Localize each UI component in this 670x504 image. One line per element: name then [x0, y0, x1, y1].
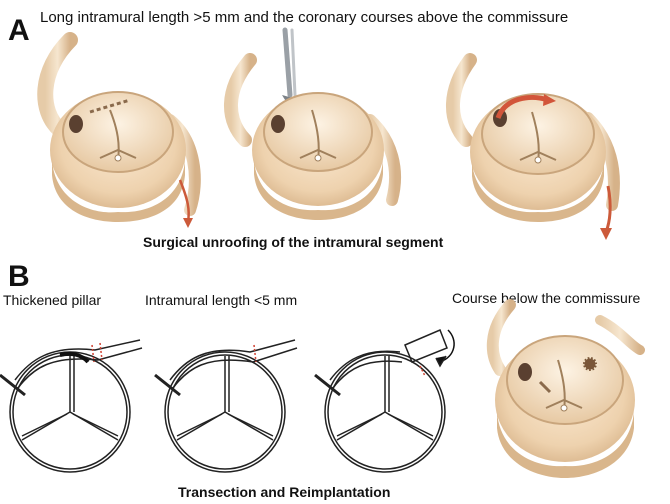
valve-schematic-1	[0, 340, 142, 472]
valve-schematic-3	[315, 330, 454, 472]
valve-schematic-2	[155, 340, 297, 472]
aortic-root-illustration-4	[493, 305, 640, 478]
panel-b-caption: Transection and Reimplantation	[178, 484, 390, 500]
